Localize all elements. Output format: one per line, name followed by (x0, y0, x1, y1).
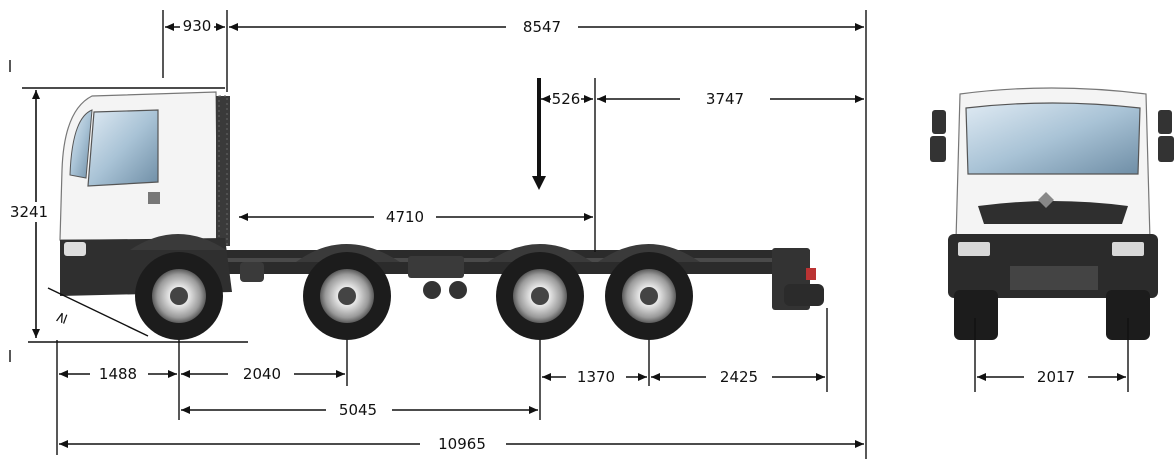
dim-2425: 2425 (720, 368, 758, 386)
dim-10965: 10965 (438, 435, 486, 453)
dim-approach-angle: ≥ (50, 309, 71, 327)
dimension-labels: 930 8547 526 3747 4710 3241 ≥ 1488 2040 … (6, 16, 1088, 454)
wheel-3 (496, 252, 584, 340)
dim-930: 930 (183, 17, 212, 35)
dim-4710: 4710 (386, 208, 424, 226)
dim-3747: 3747 (706, 90, 744, 108)
dim-3241: 3241 (10, 203, 48, 221)
dim-8547: 8547 (523, 18, 561, 36)
truck-side-view (28, 91, 824, 343)
dim-526: 526 (552, 90, 581, 108)
dim-2040: 2040 (243, 365, 281, 383)
dim-1488: 1488 (99, 365, 137, 383)
wheel-2 (303, 252, 391, 340)
cab (59, 91, 232, 296)
extension-lines (9, 10, 1129, 459)
dim-5045: 5045 (339, 401, 377, 419)
wheel-4 (605, 252, 693, 340)
truck-front-view (930, 87, 1174, 340)
dim-2017: 2017 (1037, 368, 1075, 386)
dim-1370: 1370 (577, 368, 615, 386)
load-arrow (532, 78, 546, 190)
approach-angle-line (47, 287, 149, 337)
wheel-1 (135, 252, 223, 340)
